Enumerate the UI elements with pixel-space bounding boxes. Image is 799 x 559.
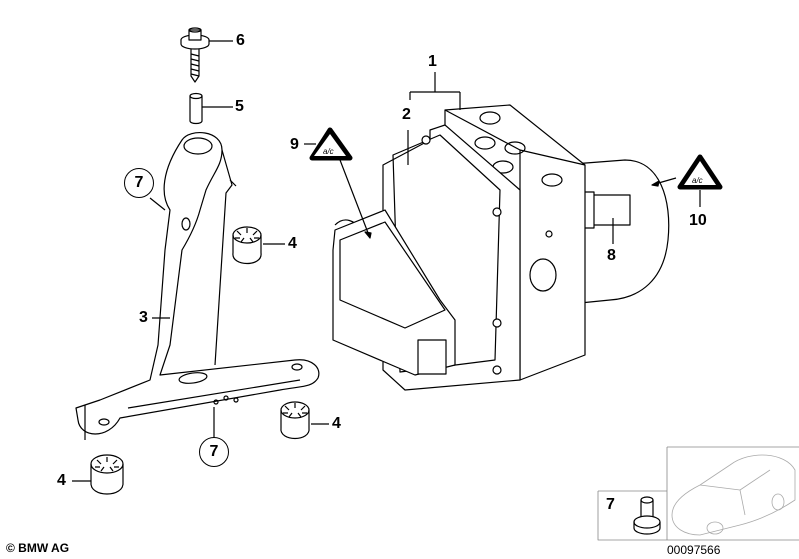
control-unit-part-2 bbox=[332, 209, 456, 376]
bracket-part-3 bbox=[75, 132, 320, 435]
rubber-mount-part-4 bbox=[232, 226, 262, 265]
callout-7-circled: 7 bbox=[124, 168, 154, 198]
rubber-mount-part-4 bbox=[280, 401, 310, 440]
callout-7-circled: 7 bbox=[199, 437, 229, 467]
diagram-number: 00097566 bbox=[667, 543, 721, 557]
bolt-part-7-inset bbox=[633, 496, 661, 535]
callout-10: 10 bbox=[689, 212, 707, 229]
leader-7a2 bbox=[229, 179, 237, 187]
callout-2: 2 bbox=[402, 106, 411, 123]
callout-7-inset: 7 bbox=[606, 496, 615, 513]
leader-1 bbox=[409, 72, 461, 110]
callout-5: 5 bbox=[235, 98, 244, 115]
callout-4: 4 bbox=[288, 235, 297, 252]
inset-vehicle-box bbox=[597, 446, 799, 541]
callout-8: 8 bbox=[607, 247, 616, 264]
warning-symbol-9: a/c bbox=[323, 147, 334, 156]
callout-4: 4 bbox=[57, 472, 66, 489]
callout-3: 3 bbox=[139, 309, 148, 326]
warning-triangle-part-9 bbox=[309, 127, 353, 161]
warning-symbol-10: a/c bbox=[692, 176, 703, 185]
leader-7a bbox=[149, 197, 166, 211]
rubber-mount-part-4 bbox=[90, 454, 124, 495]
callout-6: 6 bbox=[236, 32, 245, 49]
callout-9: 9 bbox=[290, 136, 299, 153]
warning-triangle-part-10 bbox=[677, 154, 723, 190]
vehicle-outline bbox=[671, 454, 796, 536]
callout-4: 4 bbox=[332, 415, 341, 432]
copyright-label: © BMW AG bbox=[6, 541, 70, 555]
leader-9-arrow bbox=[339, 159, 371, 239]
bolt-part-6 bbox=[180, 27, 210, 83]
sleeve-part-5 bbox=[189, 92, 203, 125]
callout-1: 1 bbox=[428, 53, 437, 70]
